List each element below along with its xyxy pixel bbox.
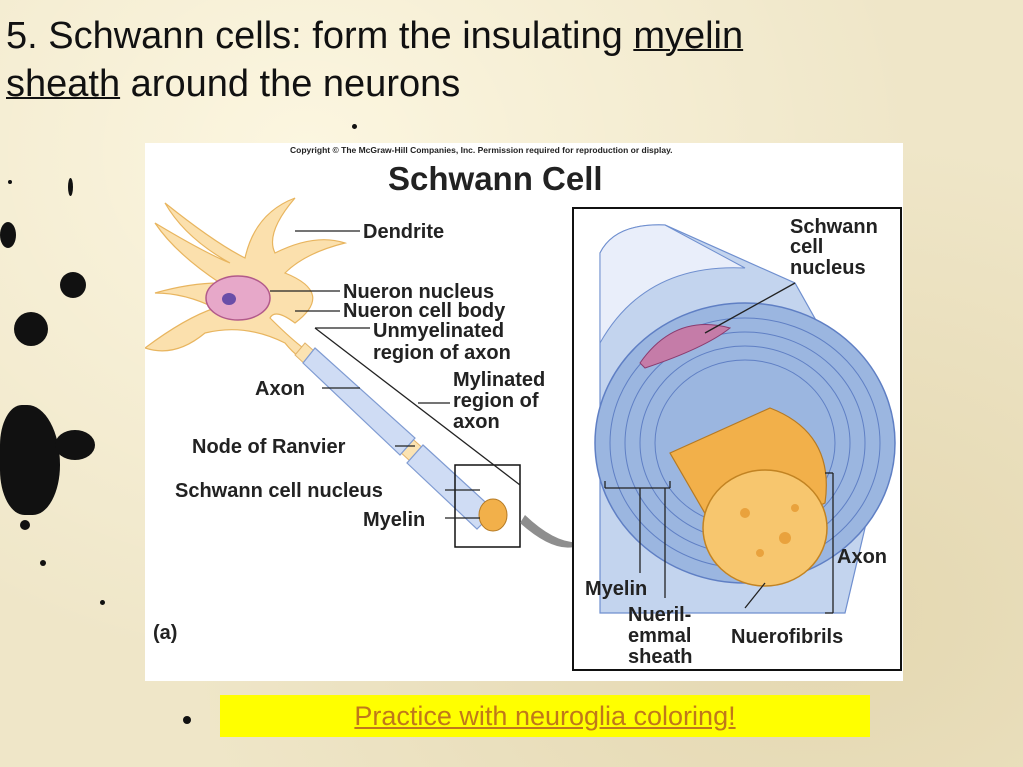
neuron-cell-body <box>145 197 348 362</box>
label-mylinated-3: axon <box>453 411 500 433</box>
label-myelin-left: Myelin <box>363 509 425 531</box>
practice-banner: Practice with neuroglia coloring! <box>220 695 870 737</box>
label-schwann-cell-nucleus-left: Schwann cell nucleus <box>175 480 383 502</box>
right-labels <box>604 282 834 614</box>
label-myelin-right: Myelin <box>585 578 647 600</box>
slide-title: 5. Schwann cells: form the insulating my… <box>6 12 1006 108</box>
label-neurilemma-2: emmal <box>628 625 691 647</box>
label-axon-right: Axon <box>837 546 887 568</box>
label-schwann-1: Schwann <box>790 216 878 238</box>
label-neuron-nucleus: Nueron nucleus <box>343 281 494 303</box>
label-mylinated-2: region of <box>453 390 539 412</box>
title-link-myelin[interactable]: myelin <box>633 15 744 57</box>
practice-link[interactable]: Practice with neuroglia coloring! <box>354 700 736 731</box>
label-dendrite: Dendrite <box>363 221 444 243</box>
label-mylinated-1: Mylinated <box>453 369 545 391</box>
label-neurofibrils: Nuerofibrils <box>731 626 843 648</box>
axon-cross-section <box>669 407 828 587</box>
label-node-of-ranvier: Node of Ranvier <box>192 436 346 458</box>
schwann-cell-figure: Copyright © The McGraw-Hill Companies, I… <box>145 143 903 681</box>
label-neuron-cell-body: Nueron cell body <box>343 300 506 322</box>
figure-heading: Schwann Cell <box>388 160 603 197</box>
title-suffix: around the neurons <box>120 63 461 105</box>
label-schwann-2: cell <box>790 236 823 258</box>
label-unmyelinated-1: Unmyelinated <box>373 320 504 342</box>
title-link-sheath[interactable]: sheath <box>6 63 121 105</box>
label-schwann-3: nucleus <box>790 257 866 279</box>
panel-label: (a) <box>153 622 177 644</box>
label-neurilemma-1: Nueril- <box>628 604 691 626</box>
title-prefix: 5. Schwann cells: form the insulating <box>6 15 634 57</box>
label-neurilemma-3: sheath <box>628 646 692 668</box>
label-unmyelinated-2: region of axon <box>373 342 511 364</box>
left-labels <box>270 230 521 519</box>
label-axon-left: Axon <box>255 378 305 400</box>
figure-copyright: Copyright © The McGraw-Hill Companies, I… <box>290 145 673 155</box>
